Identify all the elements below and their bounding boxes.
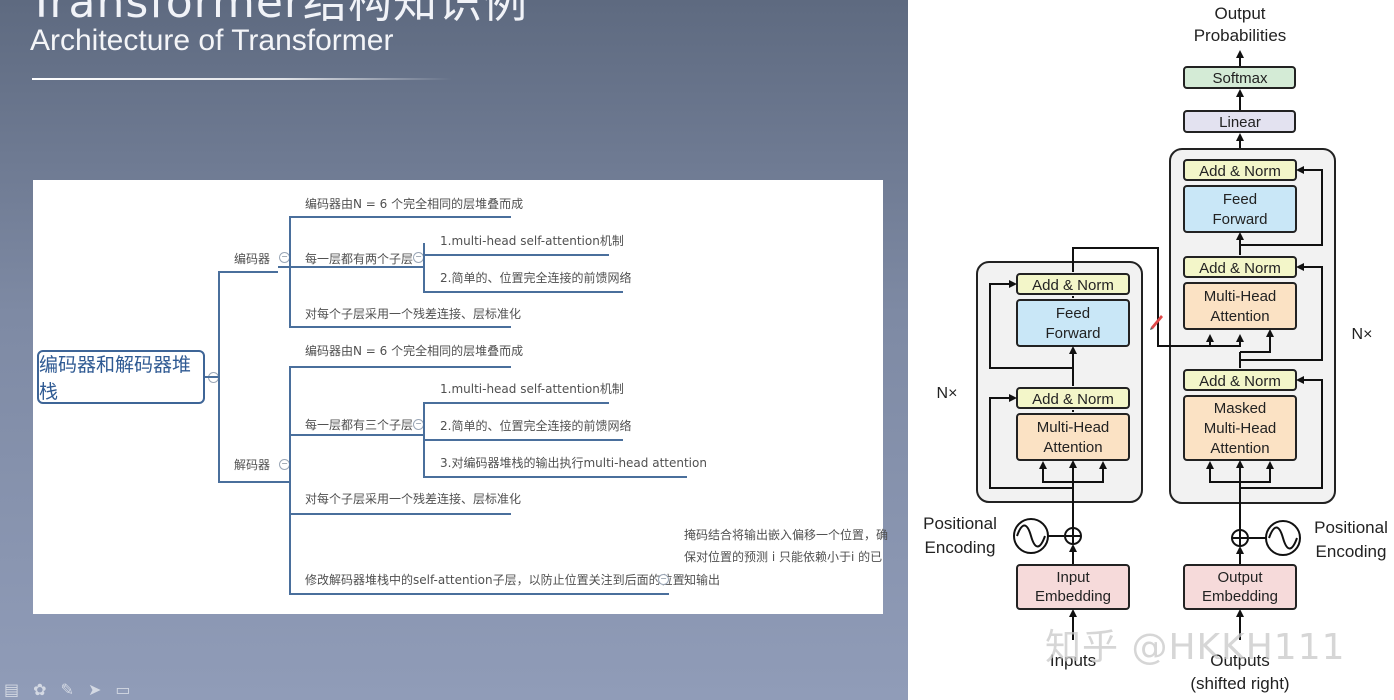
connector: [289, 366, 291, 594]
masked-attention-label: Masked: [1214, 400, 1267, 417]
decoder-multi-head-attention: [1183, 282, 1297, 330]
connector: [289, 434, 424, 436]
encoder-item: 每一层都有两个子层: [305, 252, 414, 266]
connector: [423, 291, 623, 293]
feed-forward-label: Forward: [1045, 325, 1100, 342]
connector: [218, 481, 278, 483]
encoder-item: 对每个子层采用一个残差连接、层标准化: [305, 307, 522, 321]
add-norm-label: Add & Norm: [1032, 277, 1114, 294]
encoder-nx-label: N×: [937, 385, 958, 402]
watermark: 知乎 @HKKH111: [1045, 627, 1346, 668]
add-norm-label: Add & Norm: [1032, 391, 1114, 408]
connector: [278, 266, 290, 268]
masked-attention-label: Attention: [1210, 440, 1269, 457]
decoder-item: 每一层都有三个子层: [305, 418, 414, 432]
input-embedding-label: Input: [1056, 569, 1090, 586]
decoder-item: 编码器由N = 6 个完全相同的层堆叠而成: [305, 344, 524, 358]
softmax-label: Softmax: [1212, 70, 1268, 87]
decoder-sublayer: 3.对编码器堆栈的输出执行multi-head attention: [440, 456, 707, 470]
decoder-item: 修改解码器堆栈中的self-attention子层，以防止位置关注到后面的位置: [305, 573, 685, 587]
attention-label: Multi-Head: [1204, 288, 1277, 305]
input-embedding-label: Embedding: [1035, 588, 1111, 605]
mask-note-line: 掩码结合将输出嵌入偏移一个位置，确: [684, 528, 889, 542]
positional-encoding-label: Encoding: [925, 538, 996, 557]
connector: [278, 481, 290, 483]
slide-background: Transformer结构知识例 Architecture of Transfo…: [0, 0, 908, 700]
connector: [423, 243, 425, 292]
encoder-add-norm-bottom: [1016, 387, 1130, 409]
attention-label: Attention: [1043, 439, 1102, 456]
mask-collapse-icon[interactable]: −: [658, 574, 669, 585]
transformer-diagram: Output Probabilities Softmax Linear N× N…: [923, 4, 1388, 693]
camera-icon[interactable]: ▭: [115, 680, 131, 699]
positional-encoding-label: Positional: [1314, 518, 1388, 537]
connector: [423, 402, 609, 404]
encoder-stack: [976, 261, 1143, 503]
mask-note-line: 知输出: [684, 573, 721, 587]
mindmap-panel: 编码器和解码器堆栈 − 编码器 − 编码器由N = 6 个完全相同的层堆叠而成 …: [33, 180, 888, 614]
decoder-sublayer: 2.简单的、位置完全连接的前馈网络: [440, 419, 632, 433]
decoder-sublayer: 1.multi-head self-attention机制: [440, 382, 624, 396]
inputs-label: Inputs: [1050, 651, 1096, 670]
masked-attention-label: Multi-Head: [1204, 420, 1277, 437]
attention-label: Multi-Head: [1037, 419, 1110, 436]
add-norm-label: Add & Norm: [1199, 163, 1281, 180]
encoder-sublayer: 1.multi-head self-attention机制: [440, 234, 624, 248]
pen-cursor-icon: [1150, 315, 1163, 330]
softmax-block: [1183, 66, 1296, 89]
connector: [289, 216, 511, 218]
output-probabilities-label: Probabilities: [1194, 26, 1287, 45]
connector: [289, 326, 511, 328]
mindmap-root-label: 编码器和解码器堆栈: [39, 354, 192, 403]
encoder-add-norm-top: [1016, 273, 1130, 295]
output-embedding-label: Embedding: [1202, 588, 1278, 605]
connector: [423, 254, 609, 256]
linear-label: Linear: [1219, 114, 1261, 131]
decoder-label: 解码器: [234, 458, 271, 472]
positional-encoding-label: Positional: [923, 514, 997, 533]
connector: [289, 366, 511, 368]
decoder-item: 对每个子层采用一个残差连接、层标准化: [305, 492, 522, 506]
connector: [218, 271, 220, 482]
feed-forward-label: Feed: [1223, 191, 1257, 208]
add-norm-label: Add & Norm: [1199, 373, 1281, 390]
slide-subtitle: Architecture of Transformer: [30, 24, 394, 57]
slide-title: Transformer结构知识例: [28, 0, 529, 28]
pen-icon[interactable]: ✎: [60, 680, 74, 699]
connector: [289, 216, 291, 326]
mask-note-line: 保对位置的预测 i 只能依赖小于i 的已: [684, 550, 883, 564]
connector: [423, 476, 687, 478]
connector: [289, 266, 424, 268]
palette-icon[interactable]: ✿: [33, 680, 47, 699]
positional-encoding-label: Encoding: [1316, 542, 1387, 561]
transformer-diagram-panel: Output Probabilities Softmax Linear N× N…: [908, 0, 1394, 700]
presentation-toolbar: ▤ ✿ ✎ ➤ ▭: [4, 682, 130, 698]
feed-forward-label: Feed: [1056, 305, 1090, 322]
output-probabilities-label: Output: [1214, 4, 1265, 23]
mindmap-root-node[interactable]: 编码器和解码器堆栈: [37, 350, 205, 404]
notes-icon[interactable]: ▤: [4, 680, 20, 699]
outputs-label: (shifted right): [1190, 674, 1289, 693]
encoder-sublayer: 2.简单的、位置完全连接的前馈网络: [440, 271, 632, 285]
encoder-label: 编码器: [234, 252, 271, 266]
connector: [289, 513, 511, 515]
title-underline: [32, 78, 452, 80]
connector: [423, 439, 623, 441]
attention-label: Attention: [1210, 308, 1269, 325]
outputs-label: Outputs: [1210, 651, 1270, 670]
add-norm-label: Add & Norm: [1199, 260, 1281, 277]
connector: [218, 271, 278, 273]
feed-forward-label: Forward: [1212, 211, 1267, 228]
output-embedding-label: Output: [1217, 569, 1263, 586]
linear-block: [1183, 110, 1296, 133]
decoder-nx-label: N×: [1352, 326, 1373, 343]
encoder-item: 编码器由N = 6 个完全相同的层堆叠而成: [305, 197, 524, 211]
pointer-icon[interactable]: ➤: [87, 680, 102, 699]
connector: [289, 593, 669, 595]
connector: [205, 376, 219, 378]
